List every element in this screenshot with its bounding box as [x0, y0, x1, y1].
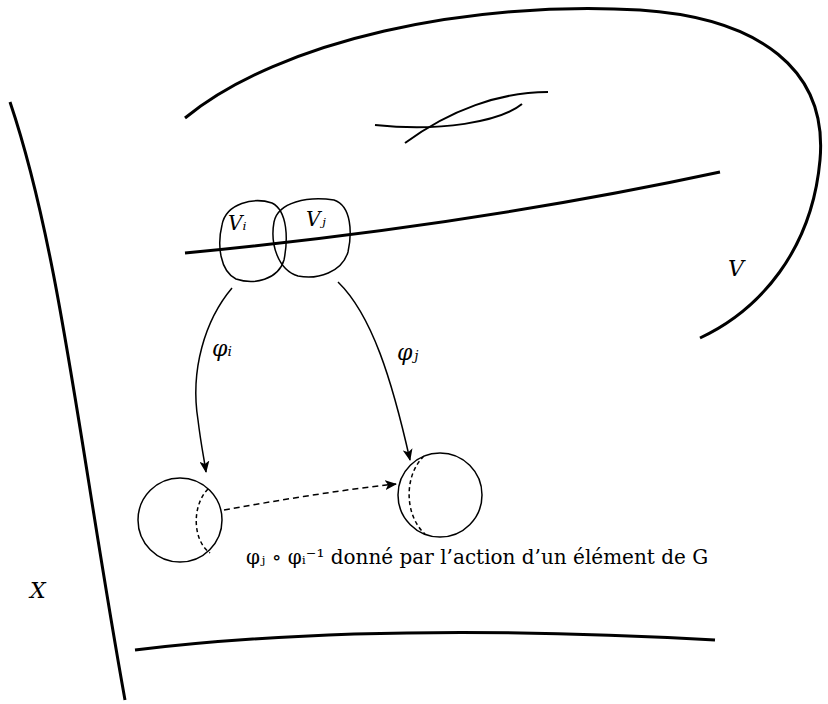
patch-outline	[273, 199, 350, 277]
surface-edge	[10, 102, 125, 700]
surface-edge	[135, 633, 715, 650]
chart-patch: Vᵢ	[214, 195, 290, 285]
math-label: φᵢ	[212, 336, 232, 361]
torus-outline	[185, 8, 821, 338]
math-label: V	[728, 256, 744, 281]
patch-outline	[220, 201, 286, 282]
chart-arrow	[196, 288, 232, 472]
patch-label: Vⱼ	[306, 208, 326, 230]
chart-arrow	[338, 282, 410, 460]
overlap-arc	[409, 456, 425, 534]
patch-outline	[214, 195, 290, 285]
chart-patch: Vⱼ	[268, 194, 354, 280]
math-label: φⱼ	[397, 340, 418, 365]
torus-front-edge	[185, 172, 720, 253]
patch-outline	[268, 194, 354, 280]
chart-disc	[138, 478, 222, 562]
chart-disc	[398, 453, 482, 537]
patch-label: Vᵢ	[228, 212, 246, 234]
torus-hole	[405, 92, 548, 143]
overlap-arc	[196, 489, 210, 553]
math-label: X	[30, 578, 46, 603]
math-label: φⱼ ∘ φᵢ⁻¹ donné par l’action d’un élémen…	[246, 546, 708, 569]
transition-arrow	[224, 484, 396, 510]
